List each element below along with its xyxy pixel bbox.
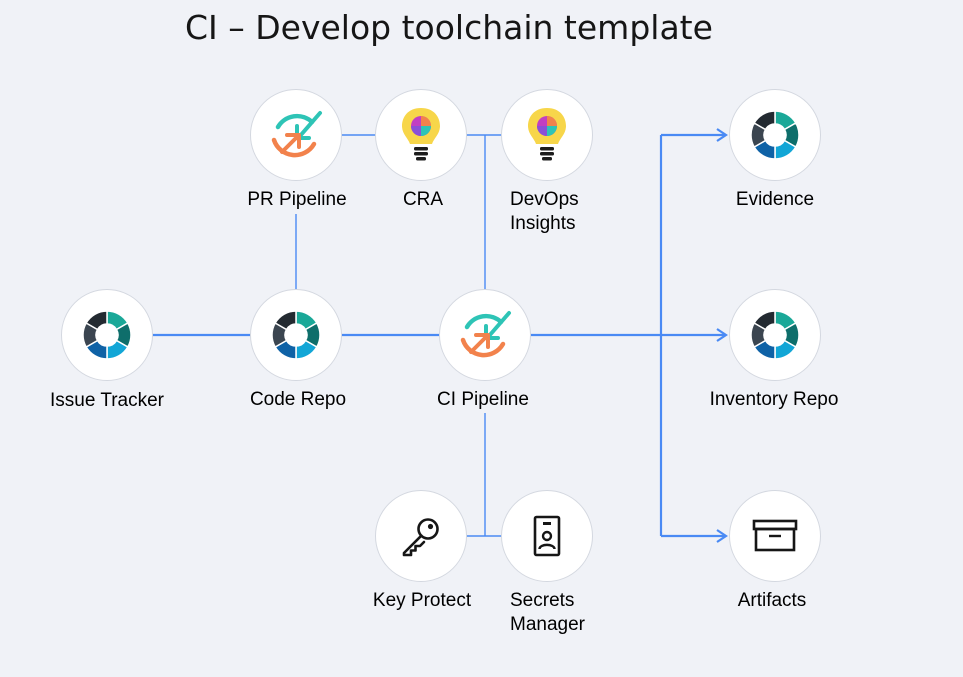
- issue-tracker-label: Issue Tracker: [49, 390, 165, 411]
- code-repo-label: Code Repo: [249, 389, 347, 410]
- cra-label: CRA: [402, 189, 444, 210]
- lightbulb-icon: [528, 108, 566, 161]
- key-icon: [402, 518, 439, 557]
- artifacts-label: Artifacts: [737, 590, 807, 611]
- ci-pipeline-label: CI Pipeline: [437, 389, 529, 410]
- pr-pipeline-label: PR Pipeline: [247, 189, 347, 210]
- repo-donut-icon: [750, 110, 800, 160]
- secrets-manager-label-line1: Secrets: [510, 590, 575, 611]
- repo-donut-icon: [750, 310, 800, 360]
- code-repo-node[interactable]: [250, 289, 342, 381]
- archive-box-icon: [752, 519, 798, 552]
- devops-insights-label-line2: Insights: [510, 213, 576, 234]
- issue-tracker-node[interactable]: [61, 289, 153, 381]
- inventory-repo-node[interactable]: [729, 289, 821, 381]
- pr-pipeline-node[interactable]: [250, 89, 342, 181]
- pipeline-icon: [460, 311, 511, 358]
- ci-pipeline-node[interactable]: [439, 289, 531, 381]
- secrets-manager-label: Secrets Manager: [510, 589, 585, 637]
- devops-insights-node[interactable]: [501, 89, 593, 181]
- secrets-manager-node[interactable]: [501, 490, 593, 582]
- lightbulb-icon: [402, 108, 440, 161]
- repo-donut-icon: [82, 310, 132, 360]
- evidence-node[interactable]: [729, 89, 821, 181]
- secrets-manager-label-line2: Manager: [510, 614, 585, 635]
- artifacts-node[interactable]: [729, 490, 821, 582]
- pipeline-icon: [271, 111, 322, 158]
- repo-donut-icon: [271, 310, 321, 360]
- devops-insights-label: DevOps Insights: [510, 188, 579, 236]
- inventory-repo-label: Inventory Repo: [709, 389, 839, 410]
- page-title: CI – Develop toolchain template: [185, 8, 713, 47]
- devops-insights-label-line1: DevOps: [510, 189, 579, 210]
- key-protect-label: Key Protect: [372, 590, 472, 611]
- badge-icon: [533, 515, 561, 557]
- cra-node[interactable]: [375, 89, 467, 181]
- key-protect-node[interactable]: [375, 490, 467, 582]
- evidence-label: Evidence: [735, 189, 815, 210]
